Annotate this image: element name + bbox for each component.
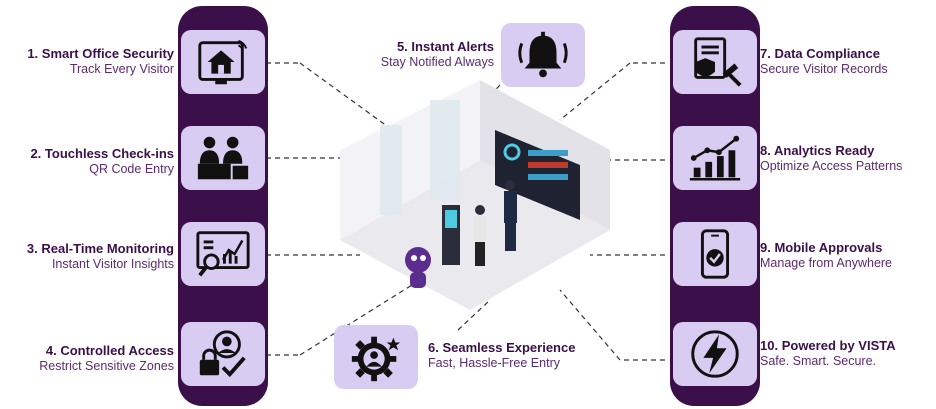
- lightning-bolt-icon: [691, 330, 739, 378]
- feature-5-title: 5. Instant Alerts: [396, 39, 494, 54]
- feature-2-title: 2. Touchless Check-ins: [30, 146, 174, 161]
- user-lock-check-icon: [199, 330, 246, 378]
- feature-5-label: 5. Instant Alerts Stay Notified Always: [381, 39, 494, 71]
- connector-7b: [559, 62, 631, 121]
- feature-10-subtitle: Safe. Smart. Secure.: [760, 354, 877, 369]
- feature-10-title: 10. Powered by VISTA: [760, 338, 896, 353]
- mobile-check-icon: [700, 229, 730, 279]
- feature-6-label: 6. Seamless Experience Fast, Hassle-Free…: [428, 340, 575, 372]
- feature-2-label: 2. Touchless Check-ins QR Code Entry: [30, 146, 174, 178]
- tile-data-compliance: [673, 30, 757, 94]
- connector-10b: [559, 289, 621, 361]
- tile-controlled-access: [181, 322, 265, 386]
- feature-7-subtitle: Secure Visitor Records: [760, 62, 888, 77]
- feature-8-title: 8. Analytics Ready: [760, 143, 875, 158]
- tile-seamless-experience: [334, 325, 418, 389]
- feature-4-subtitle: Restrict Sensitive Zones: [39, 359, 174, 374]
- office-scene-illustration: [340, 80, 610, 310]
- feature-1-title: 1. Smart Office Security: [27, 46, 174, 61]
- feature-8-subtitle: Optimize Access Patterns: [760, 159, 903, 174]
- feature-9-label: 9. Mobile Approvals Manage from Anywhere: [760, 240, 892, 272]
- connector-6: [457, 299, 491, 331]
- feature-9-title: 9. Mobile Approvals: [760, 240, 883, 255]
- feature-8-label: 8. Analytics Ready Optimize Access Patte…: [760, 143, 902, 175]
- feature-3-subtitle: Instant Visitor Insights: [51, 257, 174, 272]
- feature-5-subtitle: Stay Notified Always: [380, 55, 494, 70]
- bar-chart-trend-icon: [689, 135, 741, 181]
- connector-1b: [299, 62, 421, 151]
- tile-touchless-check-ins: [181, 126, 265, 190]
- gear-user-icon: [351, 336, 401, 382]
- tile-mobile-approvals: [673, 222, 757, 286]
- tile-real-time-monitoring: [181, 222, 265, 286]
- feature-1-label: 1. Smart Office Security Track Every Vis…: [27, 46, 174, 78]
- connector-4b: [299, 279, 421, 356]
- feature-3-label: 3. Real-Time Monitoring Instant Visitor …: [27, 241, 174, 273]
- document-shield-gavel-icon: [694, 37, 742, 87]
- reception-desk-icon: [197, 136, 249, 180]
- feature-6-title: 6. Seamless Experience: [428, 340, 576, 355]
- feature-7-title: 7. Data Compliance: [760, 46, 880, 61]
- feature-9-subtitle: Manage from Anywhere: [760, 256, 893, 271]
- feature-10-label: 10. Powered by VISTA Safe. Smart. Secure…: [760, 338, 896, 370]
- feature-6-subtitle: Fast, Hassle-Free Entry: [428, 356, 560, 371]
- tile-powered-by-vista: [673, 322, 757, 386]
- feature-4-title: 4. Controlled Access: [45, 343, 174, 358]
- feature-1-subtitle: Track Every Visitor: [69, 62, 174, 77]
- bell-alert-icon: [518, 31, 568, 78]
- tile-smart-office-security: [181, 30, 265, 94]
- monitoring-dashboard-icon: [196, 231, 250, 277]
- smart-home-icon: [198, 39, 248, 85]
- feature-2-subtitle: QR Code Entry: [89, 162, 174, 177]
- feature-4-label: 4. Controlled Access Restrict Sensitive …: [39, 343, 174, 375]
- feature-7-label: 7. Data Compliance Secure Visitor Record…: [760, 46, 888, 78]
- tile-analytics-ready: [673, 126, 757, 190]
- feature-3-title: 3. Real-Time Monitoring: [26, 241, 174, 256]
- tile-instant-alerts: [501, 23, 585, 87]
